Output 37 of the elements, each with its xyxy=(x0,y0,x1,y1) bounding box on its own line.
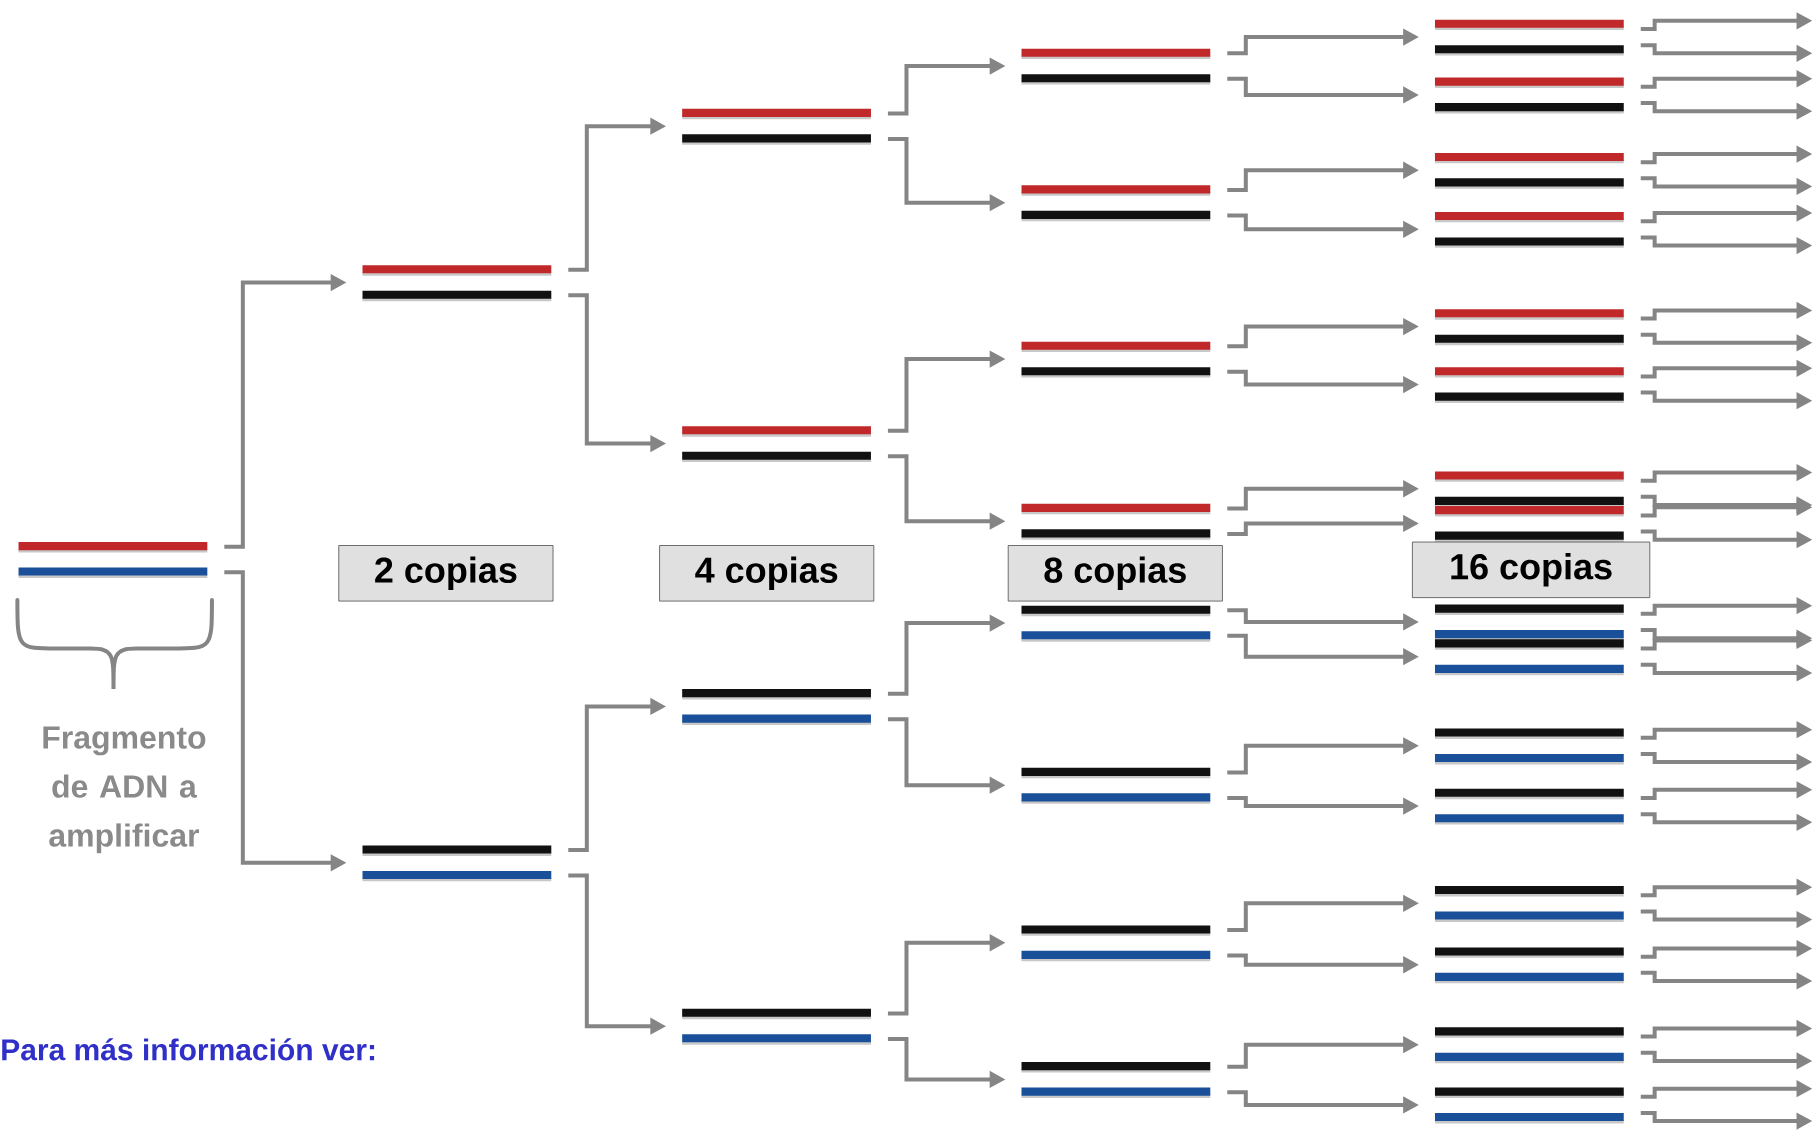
dna-duplex xyxy=(682,1009,871,1045)
dna-duplex xyxy=(682,109,871,145)
dna-duplex xyxy=(1021,1062,1211,1099)
copies-box: 2 copias xyxy=(338,545,554,602)
dna-duplex xyxy=(1021,925,1211,962)
dna-duplex xyxy=(1435,19,1624,56)
dna-duplex xyxy=(1435,367,1624,404)
dna-duplex xyxy=(1021,185,1211,222)
dna-duplex xyxy=(1435,77,1624,114)
dna-duplex xyxy=(362,845,552,882)
label-text: Fragmento de ADN a amplificar xyxy=(43,726,206,854)
dna-duplex xyxy=(1021,605,1211,642)
dna-duplex xyxy=(1435,309,1624,346)
dna-duplex xyxy=(1021,768,1211,804)
note-text: Para más información ver: xyxy=(2,1038,375,1061)
dna-duplex xyxy=(1435,788,1624,825)
dna-duplex xyxy=(362,265,552,302)
dna-duplex xyxy=(682,689,871,726)
copies-box: 16 copias xyxy=(1412,541,1651,599)
dna-duplex xyxy=(1435,1087,1624,1124)
dna-duplex xyxy=(1435,1027,1624,1064)
dna-duplex xyxy=(1435,947,1624,984)
dna-duplex xyxy=(1021,48,1211,85)
dna-duplex xyxy=(1435,728,1624,765)
copies-box: 4 copias xyxy=(659,545,875,602)
dna-duplex xyxy=(1435,153,1624,189)
dna-duplex xyxy=(1435,212,1624,249)
dna-duplex xyxy=(1435,886,1624,923)
dna-duplex xyxy=(1435,471,1624,508)
dna-duplex xyxy=(1435,639,1624,676)
dna-duplex xyxy=(1021,504,1211,540)
dna-duplex xyxy=(1435,604,1624,641)
copies-box: 8 copias xyxy=(1007,545,1223,602)
dna-duplex xyxy=(1021,341,1211,378)
dna-duplex xyxy=(18,542,208,579)
dna-duplex xyxy=(682,426,871,463)
dna-duplex xyxy=(1435,506,1624,543)
